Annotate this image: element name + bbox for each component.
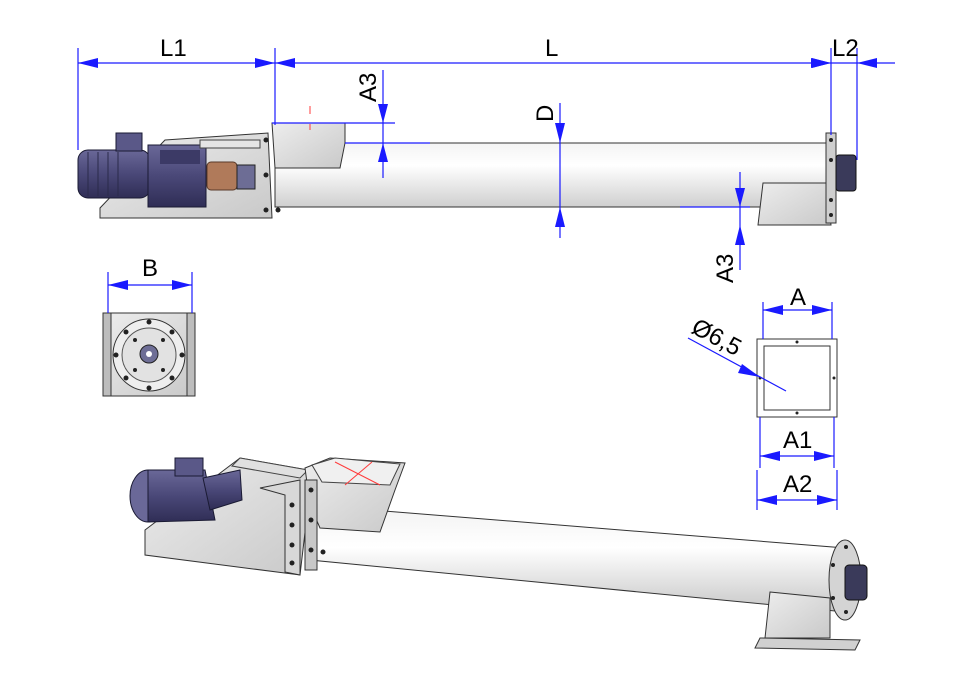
- iso-bearing-icon: [844, 564, 868, 601]
- inlet-flange-view: A Ø6,5 A1 A2: [687, 284, 838, 510]
- motor-icon: [77, 149, 151, 199]
- dim-label-a1: A1: [783, 427, 812, 454]
- dim-label-a: A: [790, 284, 806, 311]
- outlet-spout: [757, 182, 832, 226]
- iso-outlet: [764, 591, 831, 639]
- dim-label-d: D: [532, 105, 559, 122]
- flange-inner: [763, 345, 831, 411]
- dim-label-l: L: [545, 35, 558, 62]
- dim-label-a2: A2: [783, 471, 812, 498]
- conveyor-tube: [274, 142, 832, 208]
- coupling-icon: [206, 161, 238, 191]
- end-flange: [825, 132, 837, 224]
- dim-label-hole: Ø6,5: [687, 313, 746, 361]
- dim-label-a3-bottom: A3: [712, 254, 739, 283]
- isometric-view: [129, 457, 868, 651]
- dim-label-l1: L1: [160, 35, 187, 62]
- dim-label-b: B: [142, 255, 158, 282]
- dim-label-l2: L2: [832, 35, 859, 62]
- end-view: B: [102, 255, 196, 397]
- flange-icon: [835, 154, 857, 192]
- inlet-hopper: [271, 122, 346, 169]
- iso-conveyor-tube: [309, 504, 846, 613]
- side-view: L1 L L2 A3 D A3: [77, 35, 895, 283]
- dim-label-a3-top: A3: [355, 73, 382, 102]
